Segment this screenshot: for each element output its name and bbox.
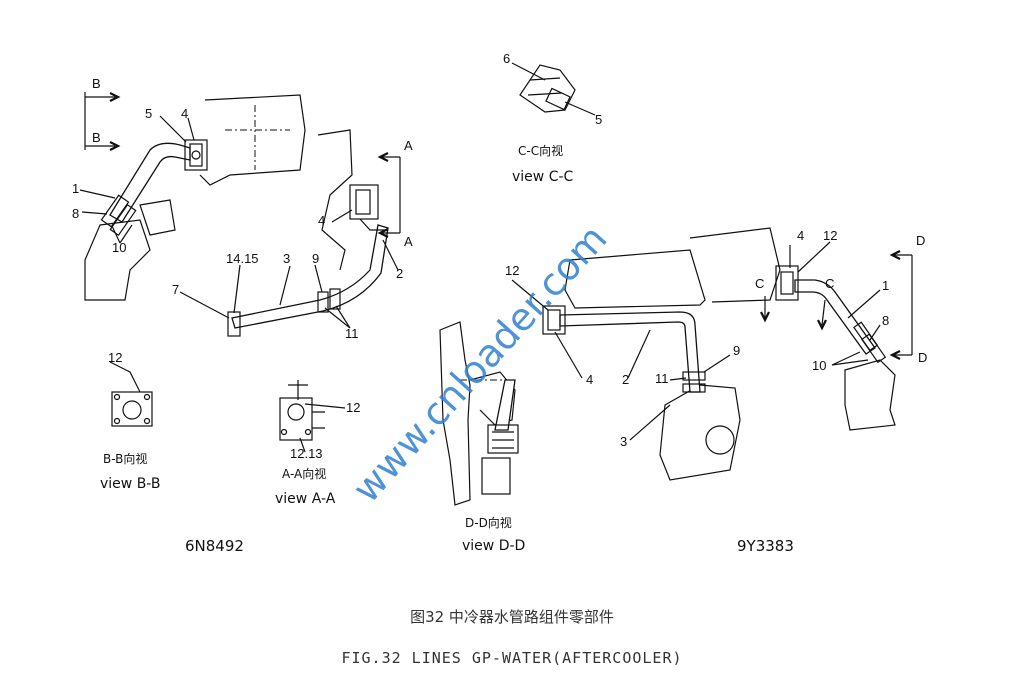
figure-title-en: FIG.32 LINES GP-WATER(AFTERCOOLER): [341, 649, 682, 667]
callout-6-cc: 6: [503, 51, 510, 66]
callout-A-bottom: A: [404, 234, 413, 249]
callout-10-left: 10: [112, 240, 126, 255]
view-dd-drawing: [439, 321, 519, 506]
callout-11-left: 11: [345, 326, 359, 341]
callout-12-aa: 12: [346, 400, 360, 415]
callout-3-right: 3: [620, 434, 627, 449]
callout-14-15: 14.15: [226, 251, 259, 266]
view-bb-drawing: [109, 361, 153, 427]
callout-B-top: B: [92, 76, 101, 91]
callout-2-left: 2: [396, 266, 403, 281]
watermark: www.cnloader.com: [344, 216, 615, 511]
callout-12-right-left: 12: [505, 263, 519, 278]
figure-title-cn: 图32 中冷器水管路组件零部件: [410, 608, 614, 626]
callout-4-right-top: 4: [797, 228, 804, 243]
left-assembly: [79, 92, 401, 337]
view-dd-en: view D-D: [462, 538, 525, 554]
callout-5-cc: 5: [595, 112, 602, 127]
callout-10-right: 10: [812, 358, 826, 373]
callout-A-top: A: [404, 138, 413, 153]
view-bb-en: view B-B: [100, 476, 160, 492]
part-number-right: 9Y3383: [737, 537, 794, 555]
view-cc-cn: C-C向视: [518, 143, 563, 158]
callout-5-left: 5: [145, 106, 152, 121]
view-cc-en: view C-C: [512, 169, 574, 185]
part-number-left: 6N8492: [185, 537, 244, 555]
callout-8-right: 8: [882, 313, 889, 328]
view-aa-cn: A-A向视: [282, 466, 326, 481]
callout-C-left: C: [755, 276, 764, 291]
view-aa-en: view A-A: [275, 491, 336, 507]
view-aa-drawing: [279, 380, 346, 453]
callout-D-bottom: D: [918, 350, 927, 365]
callout-4-left: 4: [181, 106, 188, 121]
callout-9-right: 9: [733, 343, 740, 358]
callout-4-right-bottom: 4: [586, 372, 593, 387]
callout-9-left: 9: [312, 251, 319, 266]
callout-1-left: 1: [72, 181, 79, 196]
view-dd-cn: D-D向视: [465, 515, 512, 530]
callout-1-right: 1: [882, 278, 889, 293]
callout-12-bb: 12: [108, 350, 122, 365]
callout-11-right: 11: [655, 371, 669, 386]
callout-2-right: 2: [622, 372, 629, 387]
view-bb-cn: B-B向视: [103, 451, 147, 466]
callout-B-bottom: B: [92, 130, 101, 145]
callout-3-left: 3: [283, 251, 290, 266]
callout-D-top: D: [916, 233, 925, 248]
callout-12-13-aa: 12.13: [290, 446, 323, 461]
view-cc-drawing: [511, 62, 596, 116]
right-assembly: [511, 227, 913, 481]
callout-7-left: 7: [172, 282, 179, 297]
callout-4-right-flange: 4: [318, 213, 325, 228]
callout-12-right-top: 12: [823, 228, 837, 243]
callout-C-right: C: [825, 276, 834, 291]
callout-8-left: 8: [72, 206, 79, 221]
